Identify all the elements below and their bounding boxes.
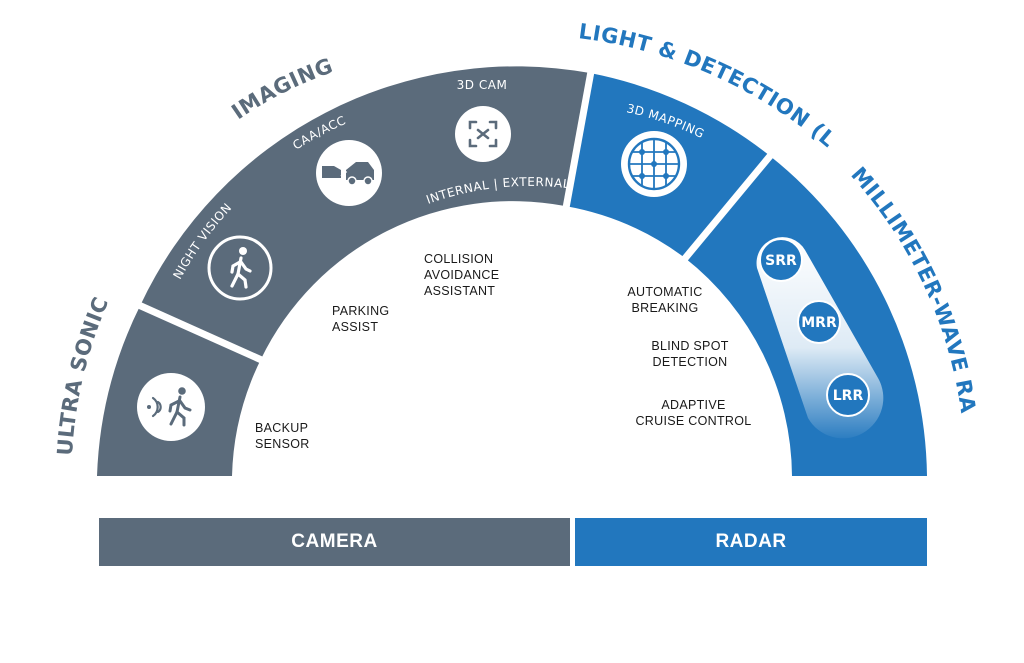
- bar-camera-label: CAMERA: [291, 531, 378, 552]
- app-backup-sensor: BACKUP SENSOR: [255, 421, 310, 451]
- globe-grid-icon: [621, 131, 687, 197]
- badge-srr-label: SRR: [765, 253, 797, 269]
- bar-camera: CAMERA: [99, 518, 570, 566]
- divider-lidar-radar: [679, 147, 778, 265]
- app-adaptive-cruise-control: ADAPTIVE CRUISE CONTROL: [635, 398, 752, 428]
- app-parking-assist: PARKING ASSIST: [332, 304, 390, 334]
- bar-radar-label: RADAR: [715, 531, 787, 552]
- label-imaging: IMAGING: [227, 53, 336, 124]
- badge-srr: [759, 238, 803, 282]
- badge-mrr-label: MRR: [801, 315, 837, 331]
- pedestrian-sonar-icon: [137, 373, 205, 441]
- badge-lrr-label: LRR: [833, 388, 864, 404]
- focus-frame-icon: [455, 106, 511, 162]
- app-collision-avoidance: COLLISION AVOIDANCE ASSISTANT: [424, 252, 500, 298]
- pedestrian-icon: [207, 235, 273, 301]
- radar-range-pill: SRR MRR LRR: [756, 237, 884, 439]
- badge-lrr: [826, 373, 870, 417]
- label-3d-cam: 3D CAM: [457, 78, 508, 92]
- app-blind-spot-detection: BLIND SPOT DETECTION: [651, 339, 729, 369]
- badge-mrr: [797, 300, 841, 344]
- divider-ultra-imaging: [130, 298, 268, 366]
- divider-imaging-lidar: [562, 65, 596, 209]
- app-automatic-breaking: AUTOMATIC BREAKING: [627, 285, 703, 315]
- bar-radar: RADAR: [575, 518, 927, 566]
- car-collision-icon: [316, 140, 382, 206]
